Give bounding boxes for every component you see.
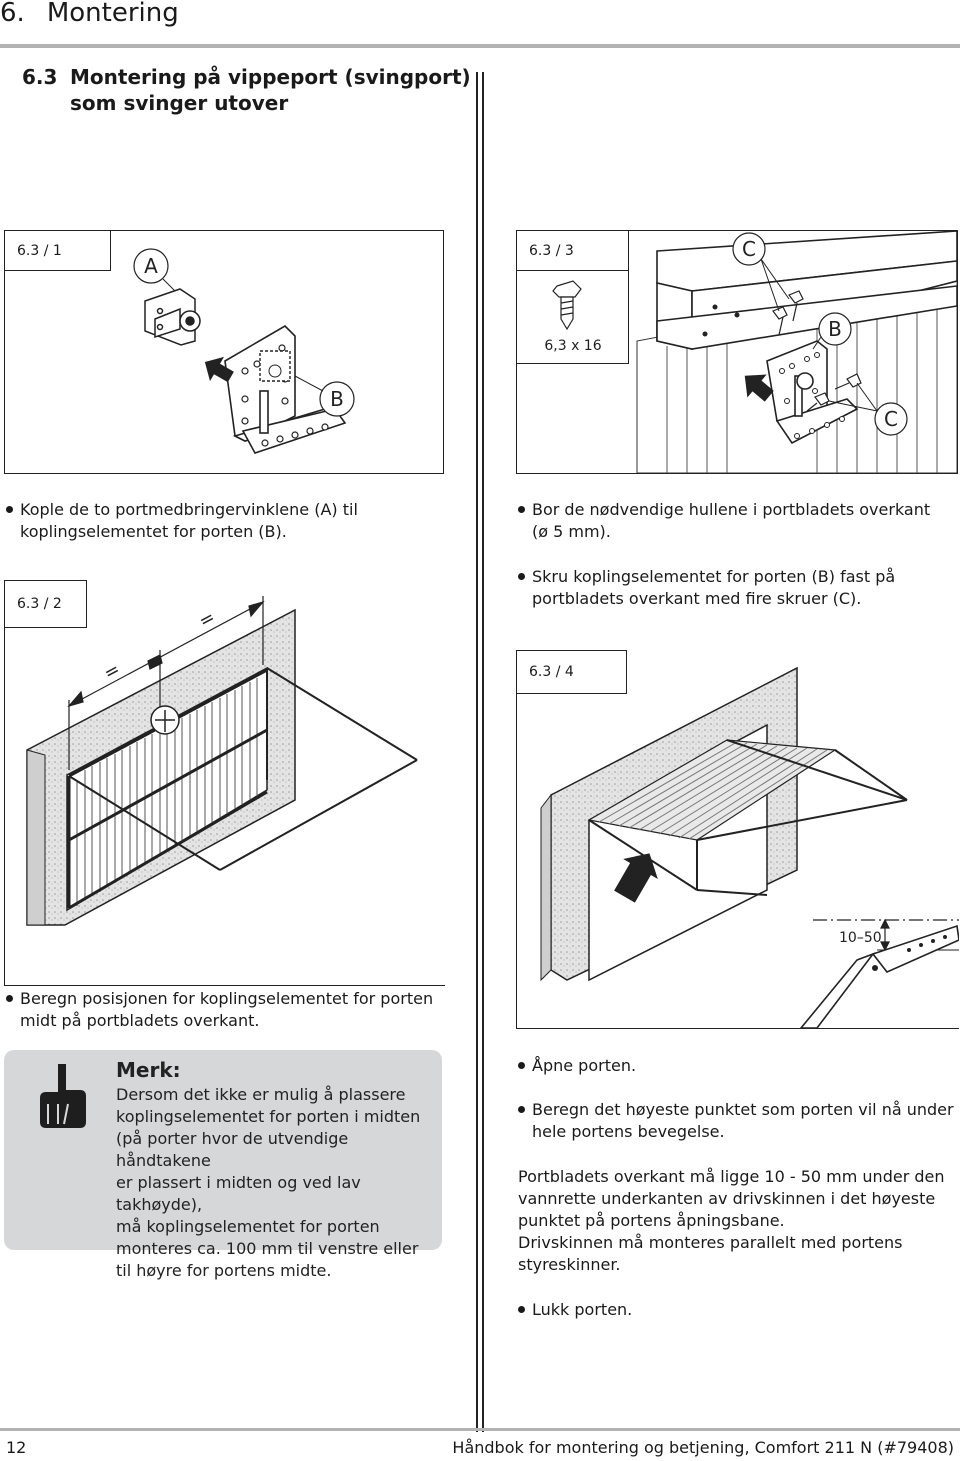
bullet-text-line1: Beregn det høyeste punktet som porten vi… [532,1100,954,1119]
note-line: til høyre for portens midte. [116,1261,332,1280]
bullet-text-line2: koplingselementet for porten (B). [20,522,287,541]
bullet-highest-point: Beregn det høyeste punktet som porten vi… [518,1099,958,1143]
figure-label-text: 6.3 / 4 [529,664,574,680]
bullet-open-door: Åpne porten. [518,1055,958,1077]
bullet-dot [6,506,13,513]
figure-label: 6.3 / 1 [5,231,111,271]
column-divider-right [482,72,484,1432]
figure-label: 6.3 / 3 [517,231,629,271]
section-heading: 6.3 Montering på vippeport (svingport) so… [22,64,471,116]
screw-size: 6,3 x 16 [544,338,601,354]
callout-a: A [144,254,158,278]
callout-b: B [828,317,842,341]
dimension-label: 10–50 [839,930,882,946]
note-line: må koplingselementet for porten [116,1217,380,1236]
chapter-title: Montering [46,0,179,28]
paragraph-line: Drivskinnen må monteres parallelt med po… [518,1233,903,1252]
open-door-illustration: 10–50 [540,666,959,1028]
figure-6-3-1: 6.3 / 1 A [4,230,444,474]
note-box [4,1050,442,1250]
bullet-text-line1: Kople de to portmedbringervinklene (A) t… [20,500,358,519]
callout-c-top: C [742,237,756,261]
bullet-text-line2: hele portens bevegelse. [532,1122,725,1141]
bullet-close-door: Lukk porten. [518,1299,958,1321]
figure-label-text: 6.3 / 1 [17,242,62,259]
bullet-drill-holes: Bor de nødvendige hullene i portbladets … [518,499,958,543]
paragraph-line: styreskinner. [518,1255,621,1274]
document-title: Håndbok for montering og betjening, Comf… [452,1438,954,1457]
figure-label-text: 6.3 / 2 [17,596,62,612]
bullet-dot [518,1106,525,1113]
bullet-text-line1: Beregn posisjonen for koplingselementet … [20,989,434,1008]
mounting-illustration: 6,3 x 16 [544,231,957,473]
note-line: (på porter hvor de utvendige håndtakene [116,1129,349,1170]
paragraph-door-top: Portbladets overkant må ligge 10 - 50 mm… [518,1166,958,1276]
page-number: 12 [6,1438,27,1457]
bullet-text-line2: midt på portbladets overkant. [20,1011,260,1030]
chapter-number: 6. [0,0,25,28]
garage-door-illustration: = = [26,596,418,926]
bullet-dot [518,506,525,513]
bullet-text-line1: Skru koplingselementet for porten (B) fa… [532,567,896,586]
footer-rule [0,1428,960,1431]
header-rule [0,44,960,48]
screw-legend-box [517,271,629,364]
section-title-line2: som svinger utover [70,91,289,115]
direction-arrow-up [614,853,658,903]
bullet-text-line2: (ø 5 mm). [532,522,611,541]
equal-mark-1: = [100,659,123,685]
bullet-screw-coupling: Skru koplingselementet for porten (B) fa… [518,566,958,610]
note-text: Dersom det ikke er mulig å plassere kopl… [116,1084,436,1282]
note-title: Merk: [116,1058,181,1082]
callout-b: B [330,387,344,411]
figure-6-3-2: 6.3 / 2 [4,580,445,986]
note-line: Dersom det ikke er mulig å plassere [116,1085,406,1104]
screw-icon [552,280,582,331]
figure-label-text: 6.3 / 3 [529,242,574,259]
paragraph-line: vannrette underkanten av drivskinnen i d… [518,1189,936,1208]
bullet-dot [6,995,13,1002]
column-divider-left [476,72,478,1432]
note-line: koplingselementet for porten i midten [116,1107,421,1126]
bullet-connect-brackets: Kople de to portmedbringervinklene (A) t… [6,499,446,543]
section-number: 6.3 [22,65,58,89]
bullet-text: Lukk porten. [532,1300,633,1319]
paragraph-line: punktet på portens åpningsbane. [518,1211,785,1230]
figure-6-3-4: 6.3 / 4 [516,650,959,1029]
note-line: er plassert i midten og ved lav takhøyde… [116,1173,361,1214]
paragraph-line: Portbladets overkant må ligge 10 - 50 mm… [518,1167,945,1186]
bullet-dot [518,573,525,580]
bullet-dot [518,1306,525,1313]
bullet-dot [518,1062,525,1069]
figure-6-3-3: 6.3 / 3 6,3 x 16 [516,230,958,474]
bullet-text-line1: Bor de nødvendige hullene i portbladets … [532,500,931,519]
figure-label: 6.3 / 2 [5,580,87,628]
bracket-illustration: A B [133,248,355,454]
bullet-text-line2: portbladets overkant med fire skruer (C)… [532,589,862,608]
pointing-hand-icon [40,1064,86,1128]
direction-arrow [204,356,234,383]
chapter-heading: 6. Montering [0,0,179,28]
section-title-line1: Montering på vippeport (svingport) [70,65,471,89]
bullet-text: Åpne porten. [532,1056,637,1075]
callout-c-bottom: C [884,407,898,431]
equal-mark-2: = [195,607,218,633]
figure-label: 6.3 / 4 [517,650,627,694]
direction-arrow [744,374,774,402]
bullet-calculate-position: Beregn posisjonen for koplingselementet … [6,988,446,1032]
note-line: monteres ca. 100 mm til venstre eller [116,1239,419,1258]
